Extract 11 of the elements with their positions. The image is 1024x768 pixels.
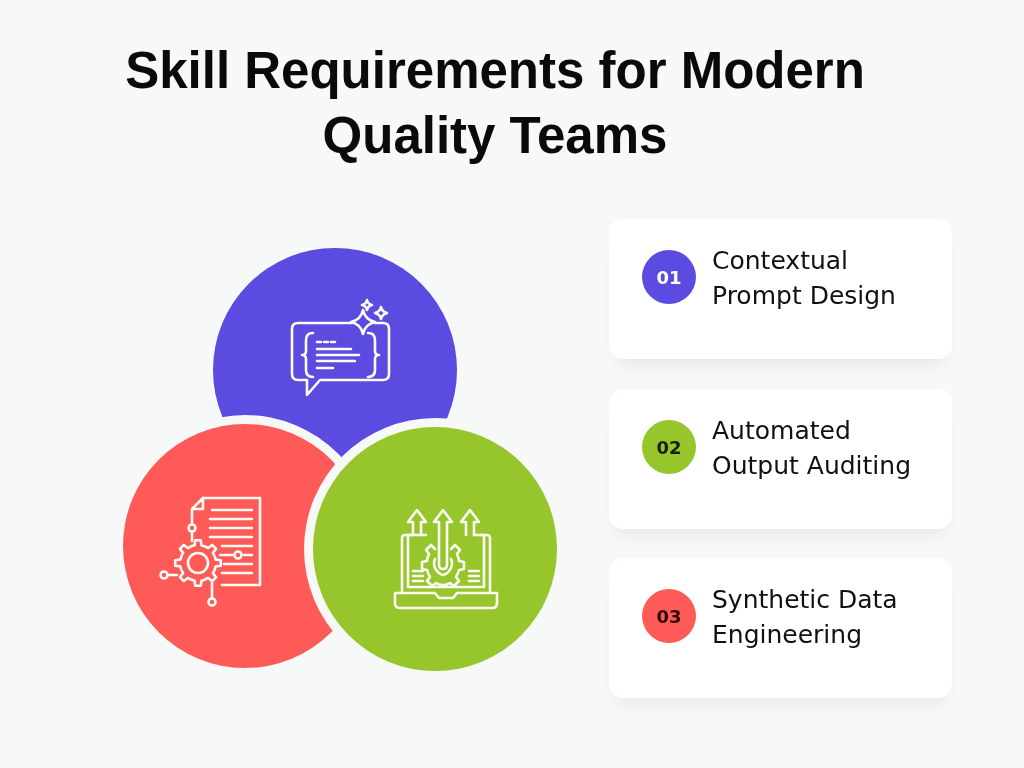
skill-name: Synthetic Data Engineering <box>712 584 899 651</box>
step-number-badge: 01 <box>642 250 696 304</box>
step-number-badge: 03 <box>642 589 696 643</box>
skill-card <box>609 389 952 529</box>
skill-card <box>609 219 952 359</box>
skill-name: Automated Output Auditing <box>712 415 912 482</box>
skill-card <box>609 558 952 698</box>
title: Skill Requirements for Modern Quality Teams <box>124 41 866 166</box>
step-number-badge: 02 <box>642 420 696 474</box>
skill-circle <box>313 427 557 671</box>
skill-name: Contextual Prompt Design <box>712 245 897 312</box>
